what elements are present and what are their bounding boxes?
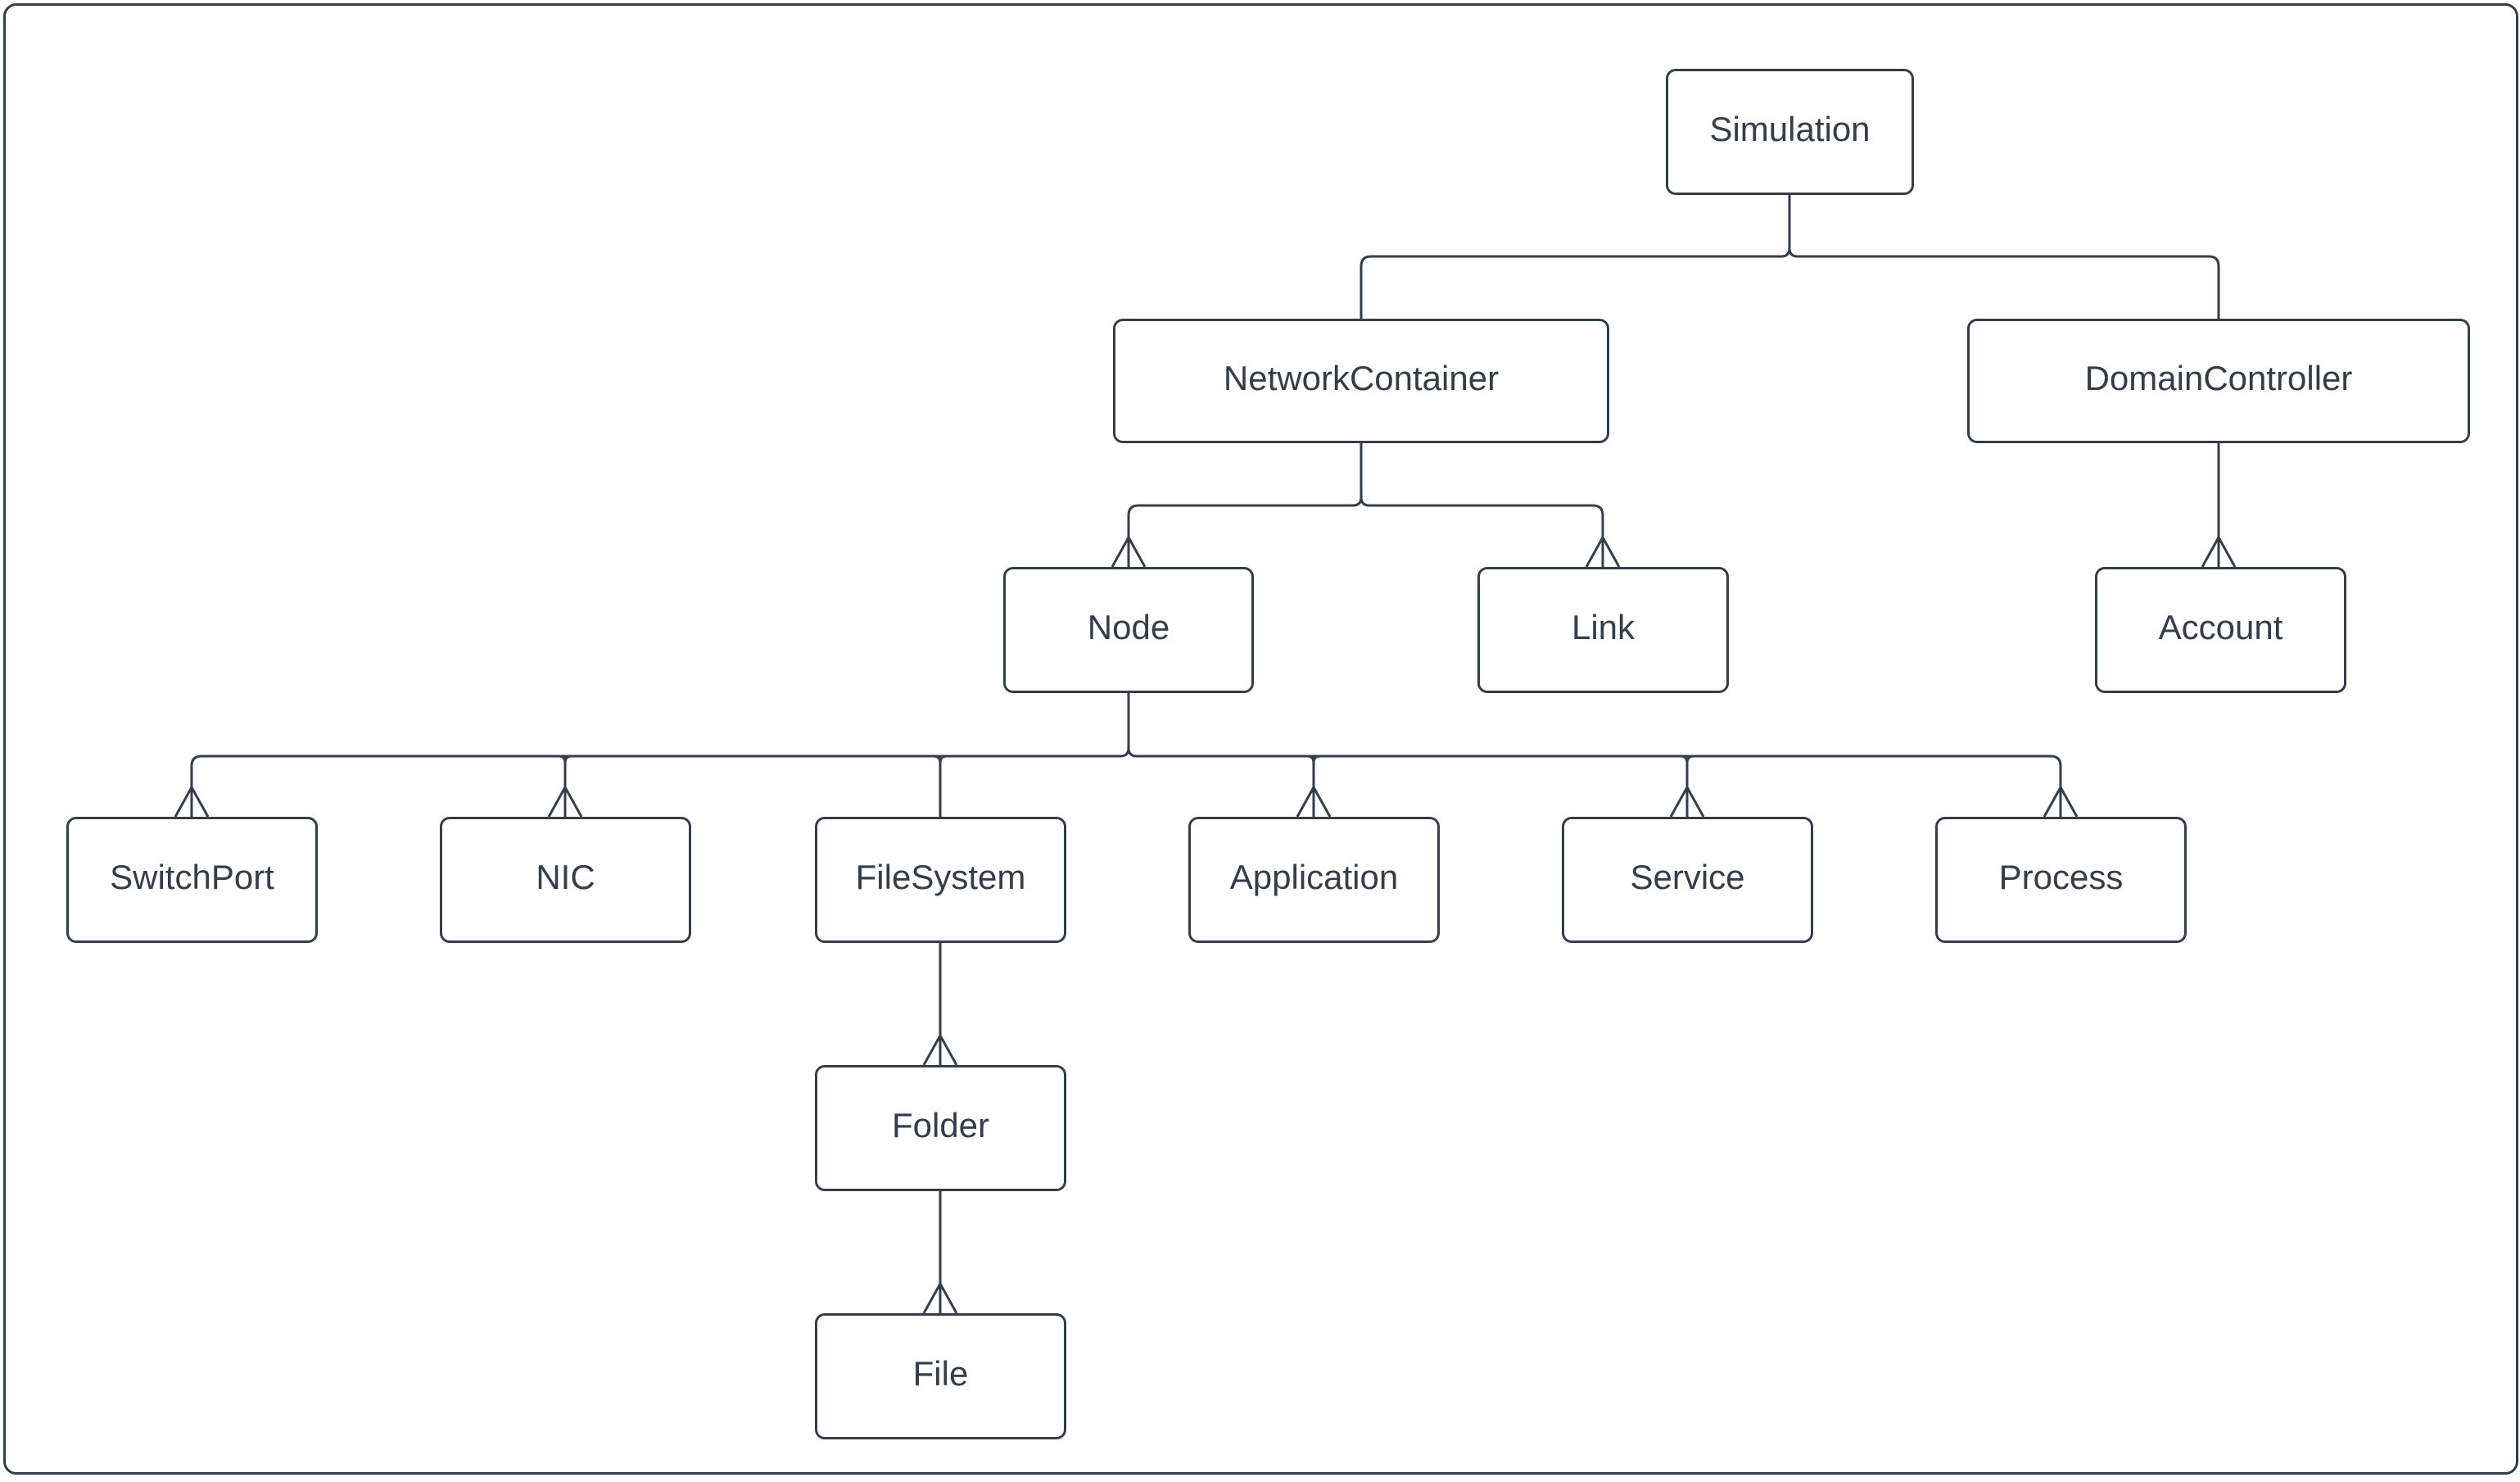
open-arrowhead-account bbox=[2201, 536, 2237, 568]
node-folder[interactable]: Folder bbox=[815, 1065, 1066, 1191]
node-label: DomainController bbox=[2084, 359, 2353, 397]
node-domaincontroller[interactable]: DomainController bbox=[1967, 319, 2470, 443]
edge-group-filesystem-folder bbox=[922, 943, 958, 1066]
node-label: FileSystem bbox=[855, 858, 1026, 896]
edge-group-folder-file bbox=[922, 1191, 958, 1314]
edge-stub-filesystem bbox=[933, 755, 948, 817]
node-label: SwitchPort bbox=[110, 858, 274, 896]
open-arrowhead-nic bbox=[547, 786, 583, 818]
edge-group-domaincontroller-account bbox=[2201, 443, 2237, 568]
edge-group-simulation-children bbox=[1360, 195, 2220, 319]
node-label: Account bbox=[2158, 608, 2283, 646]
edge-bus-node bbox=[190, 746, 2062, 817]
open-arrowhead-file bbox=[922, 1282, 958, 1314]
node-label: NIC bbox=[536, 858, 595, 896]
diagram-canvas: Simulation NetworkContainer DomainContro… bbox=[3, 3, 2518, 1475]
open-arrowhead-link bbox=[1585, 536, 1621, 568]
node-switchport[interactable]: SwitchPort bbox=[66, 817, 318, 943]
edge-bus-simulation bbox=[1360, 247, 2220, 319]
node-service[interactable]: Service bbox=[1562, 817, 1813, 943]
edge-bus-networkcontainer bbox=[1127, 496, 1604, 567]
node-file[interactable]: File bbox=[815, 1313, 1066, 1439]
node-label: Simulation bbox=[1709, 110, 1871, 148]
node-label: File bbox=[912, 1354, 969, 1393]
node-application[interactable]: Application bbox=[1188, 817, 1440, 943]
node-networkcontainer[interactable]: NetworkContainer bbox=[1113, 319, 1609, 443]
node-process[interactable]: Process bbox=[1935, 817, 2187, 943]
node-filesystem[interactable]: FileSystem bbox=[815, 817, 1066, 943]
edge-group-networkcontainer-children bbox=[1111, 443, 1621, 568]
edge-stub-service bbox=[1680, 755, 1694, 817]
node-label: Process bbox=[1998, 858, 2124, 896]
node-label: Link bbox=[1571, 608, 1636, 646]
node-label: Folder bbox=[891, 1106, 990, 1144]
edge-stub-application bbox=[1306, 755, 1321, 817]
node-account[interactable]: Account bbox=[2095, 567, 2346, 693]
node-link[interactable]: Link bbox=[1477, 567, 1729, 693]
edge-group-node-children bbox=[174, 693, 2079, 818]
node-label: Service bbox=[1630, 858, 1745, 896]
open-arrowhead-process bbox=[2043, 786, 2079, 818]
edge-stub-nic bbox=[558, 755, 572, 817]
connector-layer bbox=[174, 195, 2237, 1314]
node-label: Node bbox=[1087, 608, 1170, 646]
open-arrowhead-node bbox=[1111, 536, 1147, 568]
node-label: NetworkContainer bbox=[1223, 359, 1500, 397]
node-node[interactable]: Node bbox=[1003, 567, 1254, 693]
node-nic[interactable]: NIC bbox=[440, 817, 691, 943]
open-arrowhead-service bbox=[1669, 786, 1705, 818]
open-arrowhead-switchport bbox=[174, 786, 210, 818]
node-simulation[interactable]: Simulation bbox=[1666, 69, 1914, 195]
node-label: Application bbox=[1229, 858, 1399, 896]
open-arrowhead-folder bbox=[922, 1034, 958, 1066]
open-arrowhead-application bbox=[1296, 786, 1332, 818]
